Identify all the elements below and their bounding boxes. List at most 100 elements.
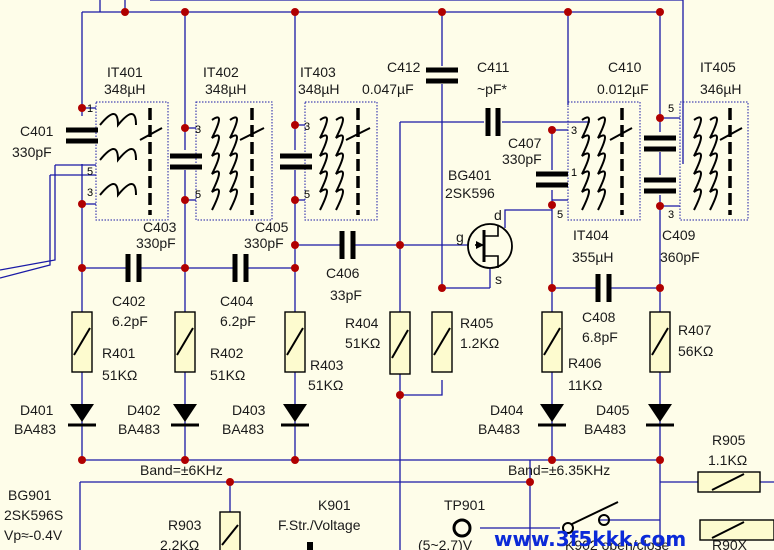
d402-name: D402 (127, 402, 161, 418)
bg901-value: 2SK596S (4, 507, 63, 523)
d402-value: BA483 (118, 421, 160, 437)
bg901-vp: Vp≈-0.4V (4, 527, 63, 543)
r903-value: 2.2KΩ (160, 537, 199, 550)
c403-value: 330pF (136, 235, 176, 251)
tp901-value: (5~2.7)V (418, 537, 473, 550)
pin-label: 3 (87, 187, 93, 199)
coil-it401 (95, 101, 169, 221)
r405-value: 1.2KΩ (460, 335, 499, 351)
k901-name: K901 (318, 497, 351, 513)
r403-name: R403 (310, 357, 344, 373)
pin-label: 1 (87, 103, 93, 115)
c410-name: C410 (608, 59, 642, 75)
r407-name: R407 (678, 322, 712, 338)
it401-value: 348µH (104, 81, 146, 97)
r406-value: 11KΩ (568, 377, 602, 393)
d403-name: D403 (232, 402, 266, 418)
it402-value: 348µH (205, 81, 247, 97)
fet-pin-labels: g d s (456, 207, 502, 287)
d401-name: D401 (20, 402, 54, 418)
r905-value: 1.1KΩ (708, 452, 747, 468)
r406-name: R406 (568, 355, 602, 371)
it402-name: IT402 (203, 64, 239, 80)
band-label-2: Band=±6.35KHz (508, 462, 610, 478)
it405-value: 346µH (700, 81, 742, 97)
coil-it403 (304, 101, 378, 221)
c411-value: ~pF* (477, 81, 508, 97)
pin-label: 3 (304, 121, 310, 133)
coil-it404 (567, 101, 641, 221)
c401-value: 330pF (12, 144, 52, 160)
r903-name: R903 (168, 517, 202, 533)
c404-value: 6.2pF (220, 313, 256, 329)
d404-value: BA483 (478, 421, 520, 437)
pin-label: 5 (557, 209, 563, 221)
r404-name: R404 (345, 315, 379, 331)
junction-dots (78, 8, 664, 486)
it404-name: IT404 (573, 227, 609, 243)
coil-pin-labels: 1 5 3 3 5 3 5 3 1 5 5 3 (87, 103, 674, 221)
d404-name: D404 (490, 402, 524, 418)
c412-name: C412 (387, 59, 421, 75)
capacitors (66, 66, 676, 302)
bg401-name: BG401 (448, 167, 492, 183)
pin-label: 5 (195, 189, 201, 201)
k901-value: F.Str./Voltage (278, 517, 361, 533)
c406-name: C406 (326, 265, 360, 281)
watermark-text: www.3f5kkk.com (494, 527, 686, 550)
bg401-value: 2SK596 (445, 185, 495, 201)
r402-name: R402 (210, 345, 244, 361)
c409-value: 360pF (660, 249, 700, 265)
it405-name: IT405 (700, 59, 736, 75)
c401-name: C401 (20, 123, 54, 139)
c403-name: C403 (143, 219, 177, 235)
k902-label: K902 open/close (565, 537, 670, 550)
c404-name: C404 (220, 293, 254, 309)
r401-name: R401 (102, 345, 136, 361)
c410-value: 0.012µF (597, 81, 649, 97)
resistors (71, 311, 774, 550)
c409-name: C409 (662, 227, 696, 243)
r403-value: 51KΩ (308, 377, 343, 393)
r90x-label: R90X (712, 537, 748, 550)
it401-name: IT401 (107, 64, 143, 80)
r905-name: R905 (712, 432, 746, 448)
it403-value: 348µH (298, 81, 340, 97)
tp901-name: TP901 (444, 497, 485, 513)
c412-value: 0.047µF (362, 81, 414, 97)
r404-value: 51KΩ (345, 335, 380, 351)
pin-label: 3 (195, 124, 201, 136)
pin-label: 1 (571, 167, 577, 179)
c405-value: 330pF (244, 235, 284, 251)
it404-value: 355µH (572, 249, 614, 265)
pin-label: 5 (304, 189, 310, 201)
fet-source-label: s (495, 271, 502, 287)
c408-name: C408 (582, 309, 616, 325)
band-label-1: Band=±6KHz (140, 462, 223, 478)
c406-value: 33pF (330, 287, 362, 303)
c407-value: 330pF (502, 151, 542, 167)
c411-name: C411 (477, 59, 510, 75)
c405-name: C405 (255, 219, 289, 235)
diodes (68, 404, 674, 427)
pin-label: 3 (668, 209, 674, 221)
fet-drain-label: d (494, 207, 502, 223)
it403-name: IT403 (300, 64, 336, 80)
r407-value: 56KΩ (678, 343, 713, 359)
r402-value: 51KΩ (210, 367, 245, 383)
d401-value: BA483 (14, 421, 56, 437)
d405-value: BA483 (584, 421, 626, 437)
c408-value: 6.8pF (582, 329, 618, 345)
pin-label: 5 (87, 166, 93, 178)
r401-value: 51KΩ (102, 367, 137, 383)
c407-name: C407 (508, 135, 542, 151)
fet-bg401 (467, 223, 513, 269)
d403-value: BA483 (222, 421, 264, 437)
bg901-name: BG901 (8, 487, 52, 503)
coil-it402 (195, 101, 273, 221)
pin-label: 3 (571, 125, 577, 137)
d405-name: D405 (596, 402, 630, 418)
